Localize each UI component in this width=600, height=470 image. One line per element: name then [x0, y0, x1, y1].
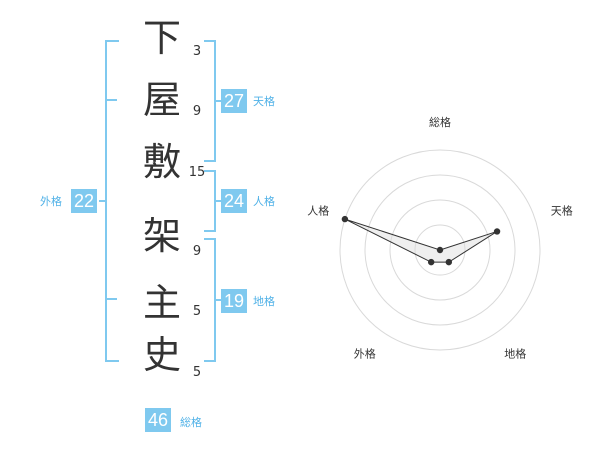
tenkaku-value: 27: [221, 89, 248, 113]
gaikaku-connector: [99, 200, 107, 202]
tenkaku-connector: [214, 100, 222, 102]
stroke-count: 5: [192, 304, 202, 319]
soukaku-value: 46: [145, 408, 172, 432]
name-character: 架: [142, 214, 181, 258]
radar-ring: [414, 224, 466, 276]
radar-axis-label: 外格: [354, 347, 376, 361]
radar-axis-label: 総格: [429, 115, 451, 129]
name-character: 史: [142, 333, 181, 377]
stroke-count: 15: [188, 165, 206, 180]
chikaku-connector: [214, 299, 222, 301]
radar-axis-label: 地格: [504, 347, 526, 361]
gaikaku-value: 22: [71, 189, 98, 213]
stroke-count: 9: [192, 244, 202, 259]
radar-point: [341, 215, 349, 223]
name-character: 屋: [142, 78, 181, 122]
chikaku-value: 19: [221, 289, 248, 313]
radar-point: [427, 258, 435, 266]
radar-axis-label: 人格: [307, 203, 329, 217]
radar-point: [445, 258, 453, 266]
radar-area: [344, 218, 498, 263]
chikaku-label: 地格: [253, 295, 275, 308]
stroke-count: 3: [192, 44, 202, 59]
radar-ring: [389, 199, 491, 301]
jinkaku-label: 人格: [253, 195, 275, 208]
name-character: 敷: [142, 140, 181, 184]
name-character: 主: [142, 281, 181, 325]
jinkaku-connector: [214, 200, 222, 202]
radar-axis-label: 天格: [551, 203, 573, 217]
soukaku-label: 総格: [180, 416, 202, 429]
bracket-tick: [105, 298, 117, 300]
name-character: 下: [142, 16, 181, 60]
radar-point: [436, 246, 444, 254]
stroke-count: 9: [192, 104, 202, 119]
radar-ring: [339, 149, 541, 351]
bracket-tick: [105, 99, 117, 101]
radar-ring: [364, 174, 516, 326]
stroke-count: 5: [192, 365, 202, 380]
tenkaku-label: 天格: [253, 95, 275, 108]
jinkaku-value: 24: [221, 189, 248, 213]
gaikaku-label: 外格: [40, 195, 62, 208]
radar-point: [493, 228, 501, 235]
